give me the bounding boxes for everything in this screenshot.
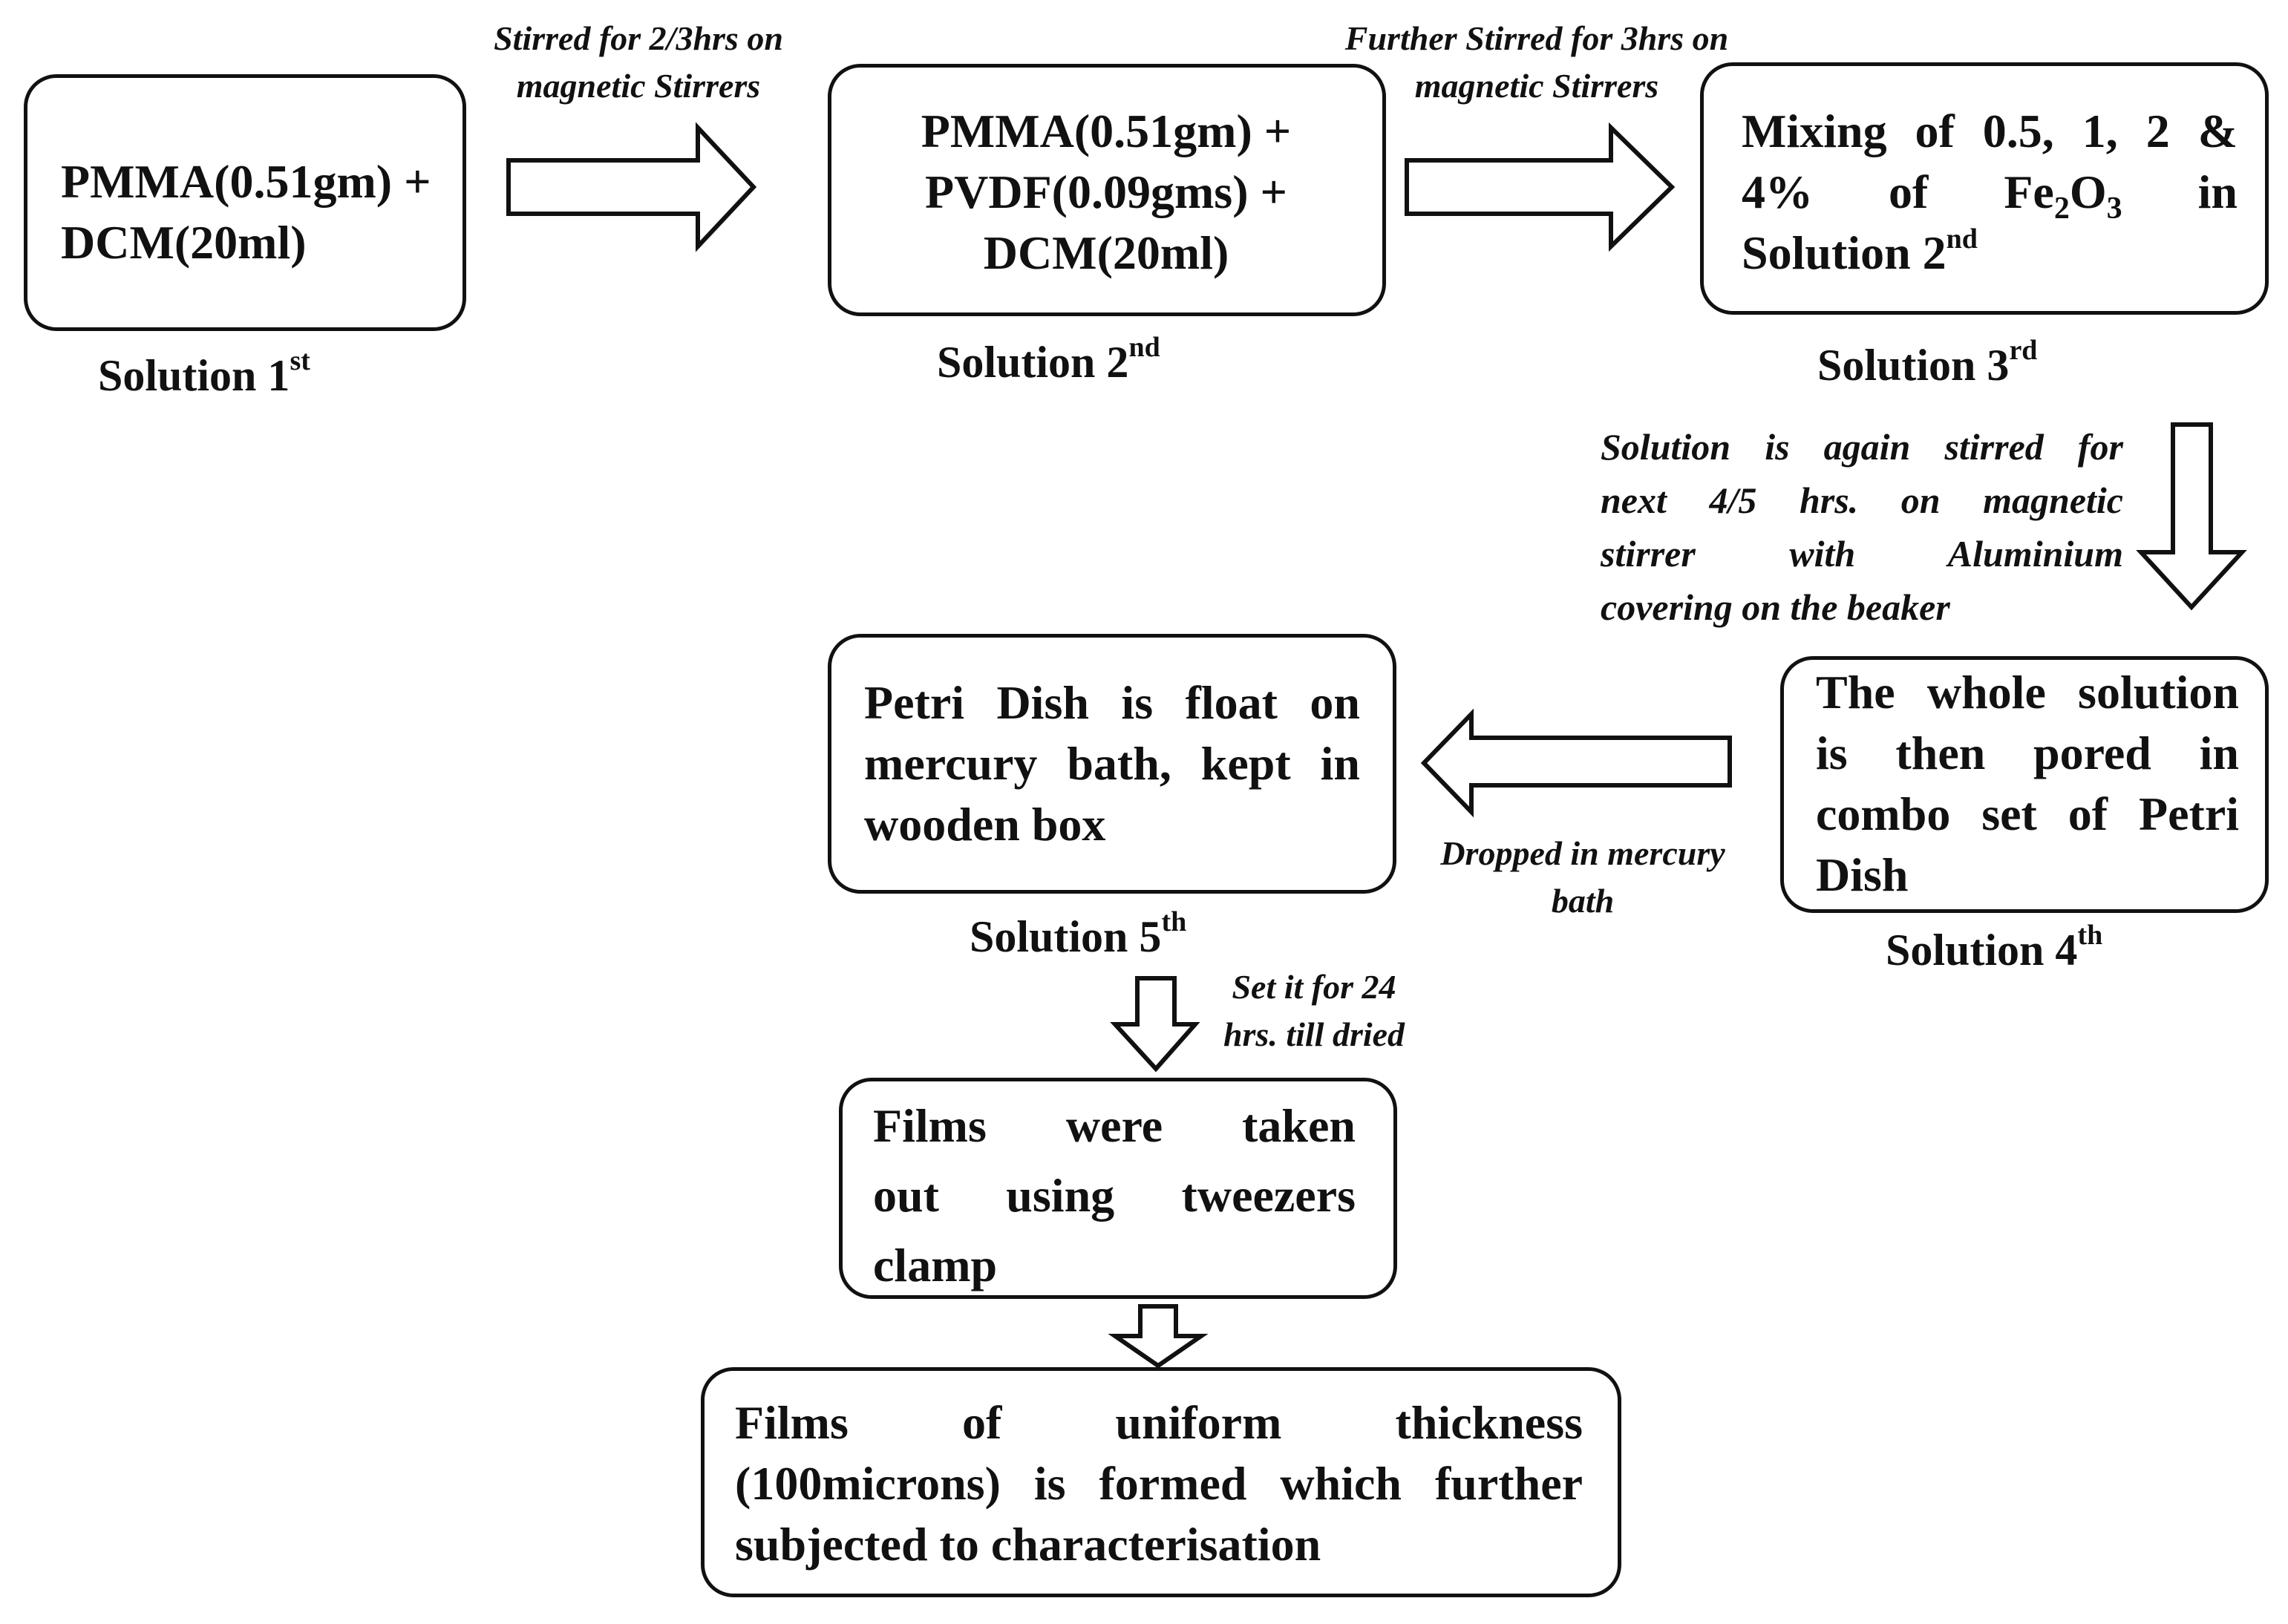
step-3-line-2: 4% of Fe2O3 in — [1742, 166, 2238, 226]
arrow-left-1 — [1420, 708, 1732, 818]
step-3-line-3: Solution 2nd — [1742, 223, 1978, 279]
step-4-line-3: combo set of Petri — [1816, 788, 2239, 840]
arrow-down-1 — [2136, 422, 2247, 611]
note-2-line-2: magnetic Stirrers — [1414, 67, 1659, 105]
step-5-box — [828, 634, 1396, 894]
arrow-down-2 — [1110, 976, 1200, 1073]
step-1-box — [24, 74, 466, 331]
step-2-text: PMMA(0.51gm) + PVDF(0.09gms) + DCM(20ml) — [861, 101, 1351, 284]
step-5-caption-text: Solution 5 — [970, 912, 1162, 961]
step-4-box — [1780, 656, 2269, 913]
step-7-text: Films of uniform thickness (100microns) … — [735, 1392, 1583, 1575]
note-5: Set it for 24 hrs. till dried — [1203, 963, 1425, 1058]
step-4-caption-text: Solution 4 — [1886, 926, 2078, 975]
step-5-text: Petri Dish is float on mercury bath, kep… — [864, 672, 1360, 855]
step-1-caption-sup: st — [290, 345, 310, 376]
step-4-caption: Solution 4th — [1886, 920, 2103, 977]
note-4-line-1: Dropped in mercury — [1440, 834, 1725, 872]
step-3-line-1: Mixing of 0.5, 1, 2 & — [1742, 105, 2238, 157]
step-4-line-1: The whole solution — [1816, 666, 2239, 718]
arrow-right-2 — [1405, 122, 1676, 252]
step-5-line-3: wooden box — [864, 798, 1106, 851]
note-4: Dropped in mercury bath — [1397, 830, 1768, 925]
step-5-caption: Solution 5th — [970, 908, 1186, 963]
step-2-caption-text: Solution 2 — [937, 338, 1129, 387]
step-7-line-3: subjected to characterisation — [735, 1518, 1321, 1571]
note-2-line-1: Further Stirred for 3hrs on — [1344, 19, 1729, 57]
step-3-caption: Solution 3rd — [1817, 335, 2038, 392]
step-5-line-2: mercury bath, kept in — [864, 737, 1360, 790]
step-2-line-1: PMMA(0.51gm) + — [921, 105, 1292, 157]
note-3: Solution is again stirred for next 4/5 h… — [1601, 420, 2123, 634]
note-3-line-3: stirrer with Aluminium — [1601, 533, 2123, 574]
step-4-line-2: is then pored in — [1816, 727, 2239, 779]
step-6-line-2: out using tweezers — [873, 1169, 1356, 1222]
step-4-text: The whole solution is then pored in comb… — [1816, 662, 2239, 906]
step-5-line-1: Petri Dish is float on — [864, 676, 1360, 729]
note-2: Further Stirred for 3hrs on magnetic Sti… — [1307, 15, 1767, 110]
note-1: Stirred for 2/3hrs on magnetic Stirrers — [438, 15, 839, 110]
note-3-line-1: Solution is again stirred for — [1601, 426, 2123, 468]
step-7-line-2: (100microns) is formed which further — [735, 1457, 1583, 1510]
step-5-caption-sup: th — [1161, 906, 1187, 937]
step-1-label: PMMA(0.51gm) + DCM(20ml) — [61, 155, 431, 269]
step-3-caption-sup: rd — [2009, 335, 2038, 366]
note-1-line-2: magnetic Stirrers — [516, 67, 761, 105]
step-7-line-1: Films of uniform thickness — [735, 1396, 1583, 1449]
step-1-text: PMMA(0.51gm) + DCM(20ml) — [61, 151, 447, 273]
step-3-box — [1700, 62, 2269, 315]
step-2-caption-sup: nd — [1128, 332, 1160, 363]
note-1-line-1: Stirred for 2/3hrs on — [494, 19, 783, 57]
step-3-caption-text: Solution 3 — [1817, 341, 2010, 390]
step-4-caption-sup: th — [2077, 920, 2103, 951]
step-2-line-3: DCM(20ml) — [983, 226, 1229, 279]
step-2-box — [828, 64, 1386, 316]
step-1-caption: Solution 1st — [98, 347, 310, 402]
step-3-text: Mixing of 0.5, 1, 2 & 4% of Fe2O3 in Sol… — [1742, 101, 2238, 284]
arrow-right-1 — [506, 122, 757, 252]
note-5-line-1: Set it for 24 — [1232, 968, 1396, 1006]
step-6-line-3: clamp — [873, 1239, 998, 1291]
note-3-line-4: covering on the beaker — [1601, 586, 1950, 628]
note-4-line-2: bath — [1551, 882, 1615, 920]
step-1-caption-text: Solution 1 — [98, 351, 290, 400]
step-6-text: Films were taken out using tweezers clam… — [873, 1091, 1356, 1300]
note-3-line-2: next 4/5 hrs. on magnetic — [1601, 479, 2123, 521]
step-4-line-4: Dish — [1816, 848, 1909, 901]
step-2-line-2: PVDF(0.09gms) + — [925, 166, 1287, 218]
step-7-box — [701, 1367, 1621, 1597]
arrow-down-3 — [1108, 1304, 1209, 1369]
step-2-caption: Solution 2nd — [937, 332, 1160, 389]
note-5-line-2: hrs. till dried — [1223, 1015, 1405, 1053]
step-6-box — [839, 1078, 1397, 1299]
step-6-line-1: Films were taken — [873, 1099, 1356, 1152]
